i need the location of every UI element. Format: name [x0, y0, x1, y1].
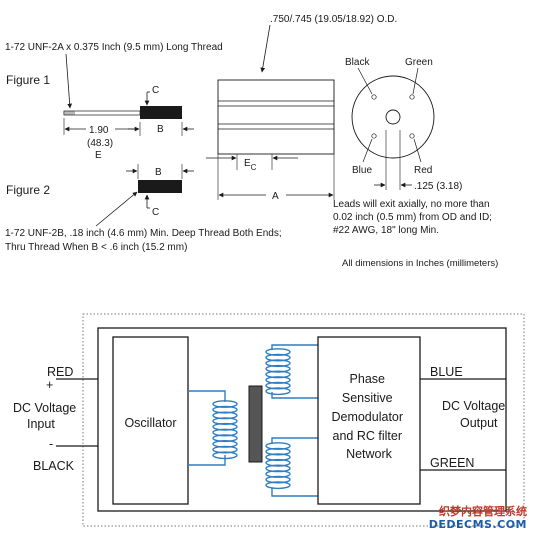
core-figure2 — [138, 180, 182, 193]
coil-loop — [265, 387, 291, 396]
coil-loop — [265, 470, 291, 478]
leads-note-line3: #22 AWG, 18" long Min. — [333, 225, 439, 236]
primary-lead-top — [188, 390, 226, 402]
input-label-1: DC Voltage — [13, 401, 76, 415]
lead-red — [409, 133, 415, 139]
secondary-coil-1 — [265, 348, 291, 396]
demod-line1: Phase — [350, 372, 385, 386]
thread-note-leader — [95, 191, 138, 227]
watermark-line2: DEDECMS.COM — [428, 518, 527, 531]
core-figure1 — [63, 106, 182, 119]
wire-leader — [413, 138, 422, 163]
dim-a: A — [272, 191, 279, 202]
leads-note-line1: Leads will exit axially, no more than — [333, 199, 490, 210]
dim-ec-subscript: C — [251, 163, 257, 172]
secondary1-lead-top — [271, 344, 318, 350]
coil-loop — [265, 370, 291, 379]
black-label: BLACK — [33, 459, 75, 473]
coil-loop — [265, 364, 291, 373]
dim-c-fig2: C — [152, 207, 159, 218]
thread-callout: 1-72 UNF-2A x 0.375 Inch (9.5 mm) Long T… — [5, 42, 223, 53]
wire-leader — [412, 67, 419, 95]
figure1-label: Figure 1 — [6, 73, 50, 87]
leads-note-line2: 0.02 inch (0.5 mm) from OD and ID; — [333, 212, 492, 223]
oscillator-label: Oscillator — [124, 416, 176, 430]
od-leader — [260, 24, 271, 73]
output-label-1: DC Voltage — [442, 399, 505, 413]
plus-sign: + — [46, 378, 53, 392]
input-label-2: Input — [27, 417, 55, 431]
lead-black — [371, 94, 377, 100]
demodulator-block — [317, 336, 421, 505]
dim-ec: EC — [244, 158, 257, 172]
coil-loop — [265, 447, 291, 456]
coil-loop — [265, 442, 291, 450]
thread-leader — [65, 53, 73, 109]
dim-c-fig1: C — [152, 85, 159, 96]
pin-spacing: .125 (3.18) — [414, 181, 462, 192]
primary-coil — [212, 400, 238, 460]
thread-note-line1: 1-72 UNF-2B, .18 inch (4.6 mm) Min. Deep… — [5, 228, 282, 239]
secondary2-lead-top — [271, 437, 318, 444]
green-label: GREEN — [430, 456, 474, 470]
red-label: RED — [47, 365, 73, 379]
dim-e: E — [95, 150, 102, 161]
core-slug — [140, 106, 182, 119]
dim-ec-main: E — [244, 158, 251, 169]
threaded-rod — [63, 110, 141, 116]
demodulator-label: Phase Sensitive Demodulator and RC filte… — [331, 372, 406, 461]
demod-line4: and RC filter — [333, 429, 402, 443]
od-callout: .750/.745 (19.05/18.92) O.D. — [270, 14, 397, 25]
wire-leader — [357, 67, 373, 95]
secondary2-lead-bottom — [271, 488, 318, 497]
oscillator-block — [112, 336, 189, 505]
movable-core — [248, 385, 263, 463]
signal-conditioning-schematic: RED + DC Voltage Input - BLACK Oscillato… — [13, 313, 525, 527]
coil-loop — [265, 458, 291, 467]
figure2-label: Figure 2 — [6, 183, 50, 197]
wire-red-label: Red — [414, 165, 432, 176]
dim-190: 1.90 — [89, 125, 109, 136]
wire-leader — [362, 138, 373, 163]
demod-line5: Network — [346, 447, 393, 461]
watermark: 织梦内容管理系统 DEDECMS.COM — [429, 505, 527, 531]
coil-loop — [265, 481, 291, 490]
coil-loop — [265, 359, 291, 368]
body-outline — [217, 79, 335, 155]
units-note: All dimensions in Inches (millimeters) — [342, 258, 498, 269]
lvdt-body-side-view — [217, 79, 335, 155]
output-label-2: Output — [460, 416, 498, 430]
coil-loop — [265, 475, 291, 484]
dim-483: (48.3) — [87, 138, 113, 149]
watermark-line1: 织梦内容管理系统 — [439, 505, 527, 518]
coil-loop — [265, 464, 291, 473]
lvdt-end-view — [351, 75, 435, 159]
end-view-bore — [385, 109, 401, 125]
wire-black-label: Black — [345, 57, 370, 68]
dim-b-fig1: B — [157, 124, 164, 135]
coil-loop — [212, 451, 238, 460]
wire-blue-label: Blue — [352, 165, 372, 176]
module-outline — [82, 313, 525, 527]
coil-loop — [265, 381, 291, 390]
mechanical-drawing: .750/.745 (19.05/18.92) O.D. 1-72 UNF-2A… — [5, 14, 498, 269]
lead-green — [409, 94, 415, 100]
thread-note-line2: Thru Thread When B < .6 inch (15.2 mm) — [5, 242, 187, 253]
coil-loop — [265, 376, 291, 384]
minus-sign: - — [49, 437, 53, 451]
demod-line3: Demodulator — [331, 410, 403, 424]
coil-loop — [265, 453, 291, 462]
lead-blue — [371, 133, 377, 139]
blue-label: BLUE — [430, 365, 463, 379]
coil-loop — [265, 348, 291, 356]
secondary-coil-2 — [265, 442, 291, 490]
coil-loop — [265, 353, 291, 362]
dim-b-fig2: B — [155, 167, 162, 178]
demod-line2: Sensitive — [342, 391, 393, 405]
wire-green-label: Green — [405, 57, 433, 68]
